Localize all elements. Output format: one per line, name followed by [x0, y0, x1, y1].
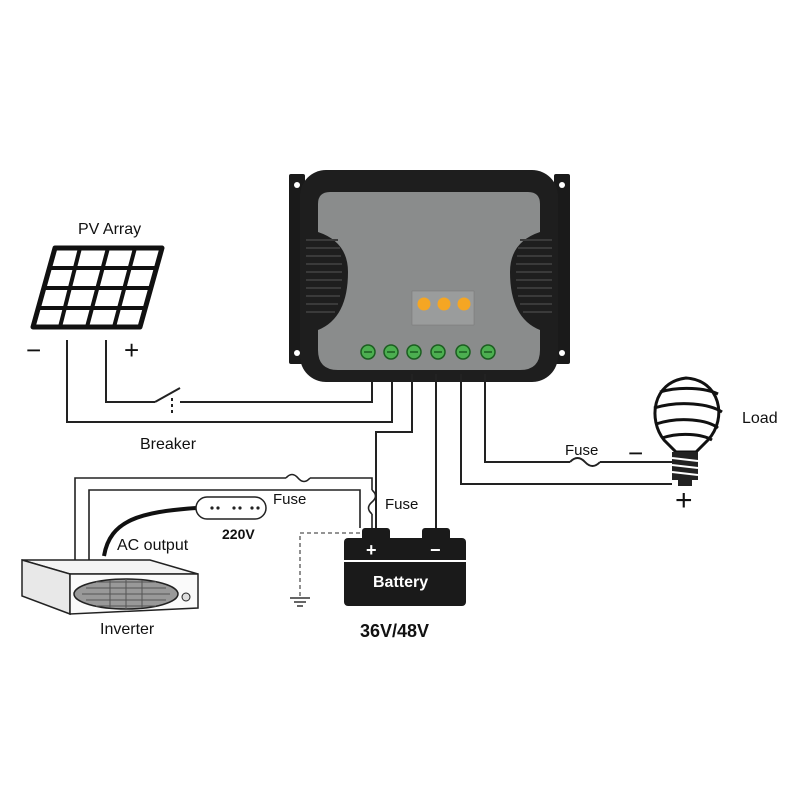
ac-output-label: AC output: [117, 537, 189, 554]
pv-negative-wire: [175, 374, 393, 423]
ac-output-cable: [102, 506, 197, 557]
pv-positive-wire: [180, 374, 373, 403]
load-minus-sign: −: [628, 438, 643, 468]
inverter-label: Inverter: [100, 621, 155, 638]
pv-minus-sign: −: [26, 335, 41, 365]
breaker-label: Breaker: [140, 436, 197, 453]
ac-voltage-label: 220V: [222, 526, 255, 542]
load-fuse-label: Fuse: [565, 442, 598, 459]
battery-voltage-label: 36V/48V: [360, 621, 429, 641]
load-plus-sign: +: [675, 484, 693, 517]
load-negative-wire-a: [484, 374, 570, 463]
inverter-fuse-label: Fuse: [273, 491, 306, 508]
battery-minus-sign: −: [430, 540, 441, 560]
pv-array-label: PV Array: [78, 221, 141, 238]
battery-plus-sign: +: [366, 540, 377, 560]
load-positive-wire: [460, 374, 672, 485]
fuse-icon: [569, 457, 601, 467]
solar-panel-icon: [30, 245, 165, 330]
breaker-switch-icon: [154, 387, 181, 414]
inverter-positive-wire-b: [310, 477, 373, 490]
battery-label: Battery: [373, 574, 428, 591]
charge-controller: [289, 170, 570, 382]
fuse-icon: [367, 489, 377, 515]
ground-icon: [290, 532, 360, 607]
battery-icon: [344, 528, 466, 606]
light-bulb-icon: [653, 376, 723, 486]
load-label: Load: [742, 410, 778, 427]
terminal-block: [360, 344, 496, 360]
status-led-3: [457, 297, 471, 311]
status-led-1: [417, 297, 431, 311]
battery-positive-wire: [375, 374, 413, 528]
inverter-icon: [21, 559, 199, 616]
pv-wires: [66, 340, 175, 423]
pv-plus-sign: +: [124, 335, 139, 365]
inverter-negative-wire: [88, 489, 361, 560]
fuse-icon: [285, 473, 311, 483]
inverter-positive-wire-a: [74, 477, 286, 560]
ac-outlet-icon: [195, 496, 267, 520]
status-led-2: [437, 297, 451, 311]
battery-fuse-label: Fuse: [385, 496, 418, 513]
